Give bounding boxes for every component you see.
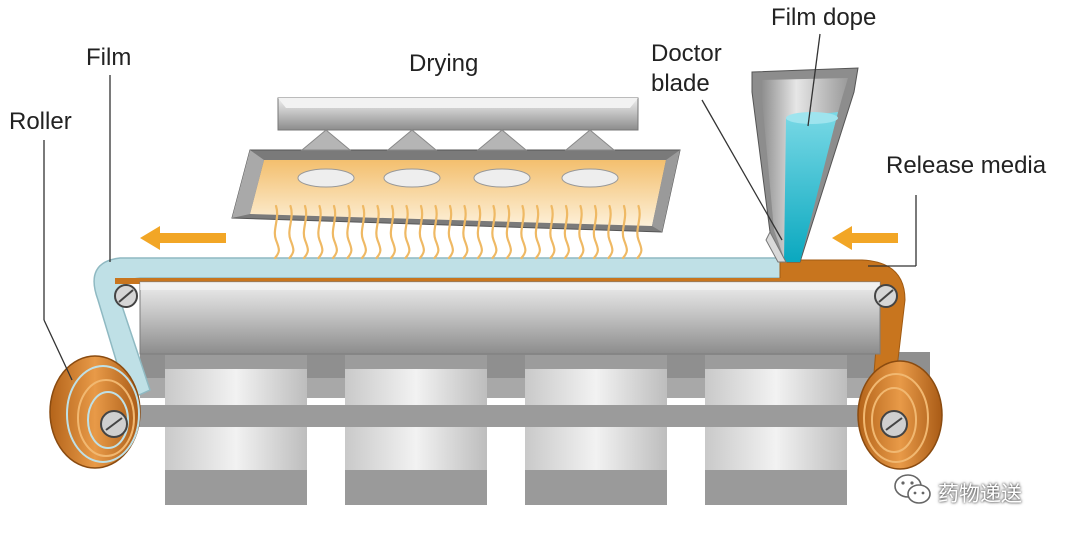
lower-axle-bar bbox=[110, 405, 930, 427]
leg-3 bbox=[525, 355, 667, 505]
heat-wave-16 bbox=[505, 204, 512, 260]
heat-wave-0 bbox=[273, 204, 280, 260]
heat-wave-3 bbox=[317, 204, 324, 260]
heat-wave-1 bbox=[288, 204, 295, 260]
heat-wave-23 bbox=[607, 204, 614, 260]
roller-right bbox=[857, 360, 943, 470]
heat-wave-25 bbox=[636, 204, 643, 260]
heat-wave-20 bbox=[563, 204, 570, 260]
label-doctor-blade-line1: Doctor bbox=[651, 40, 722, 67]
heat-wave-6 bbox=[360, 204, 367, 260]
label-drying: Drying bbox=[409, 50, 479, 77]
film-direction-arrow bbox=[140, 226, 226, 250]
conveyor-bed bbox=[115, 278, 895, 355]
drying-unit bbox=[231, 97, 681, 260]
heat-wave-17 bbox=[520, 204, 527, 260]
label-doctor-blade-line2: blade bbox=[651, 70, 710, 97]
heat-wave-18 bbox=[534, 204, 541, 260]
heat-wave-21 bbox=[578, 204, 585, 260]
roller-left bbox=[49, 355, 141, 469]
heat-wave-10 bbox=[418, 204, 425, 260]
leg-1 bbox=[165, 355, 307, 505]
leg-4 bbox=[705, 355, 847, 505]
heat-wave-22 bbox=[592, 204, 599, 260]
heat-wave-14 bbox=[476, 204, 483, 260]
label-film: Film bbox=[86, 44, 132, 71]
heat-wave-12 bbox=[447, 204, 454, 260]
guide-roller-right bbox=[874, 284, 898, 308]
heat-wave-19 bbox=[549, 204, 556, 260]
wechat-icon bbox=[893, 472, 933, 508]
guide-roller-left bbox=[114, 284, 138, 308]
heat-wave-9 bbox=[404, 204, 411, 260]
leg-2 bbox=[345, 355, 487, 505]
heat-waves bbox=[273, 204, 643, 260]
label-roller: Roller bbox=[9, 108, 72, 135]
heat-wave-7 bbox=[375, 204, 382, 260]
heat-wave-8 bbox=[389, 204, 396, 260]
heat-wave-4 bbox=[331, 204, 338, 260]
support-stands bbox=[110, 352, 930, 505]
heat-wave-5 bbox=[346, 204, 353, 260]
label-release-media: Release media bbox=[886, 152, 1047, 179]
heat-wave-2 bbox=[302, 204, 309, 260]
doctor-blade-hopper bbox=[751, 67, 859, 263]
heat-wave-24 bbox=[621, 204, 628, 260]
leader-lines bbox=[43, 33, 917, 381]
label-film-dope: Film dope bbox=[771, 4, 877, 31]
release-media-direction-arrow bbox=[832, 226, 898, 250]
heat-wave-15 bbox=[491, 204, 498, 260]
drying-nozzles bbox=[297, 129, 619, 188]
heat-wave-11 bbox=[433, 204, 440, 260]
watermark-text: 药物递送 bbox=[938, 482, 1022, 506]
heat-wave-13 bbox=[462, 204, 469, 260]
